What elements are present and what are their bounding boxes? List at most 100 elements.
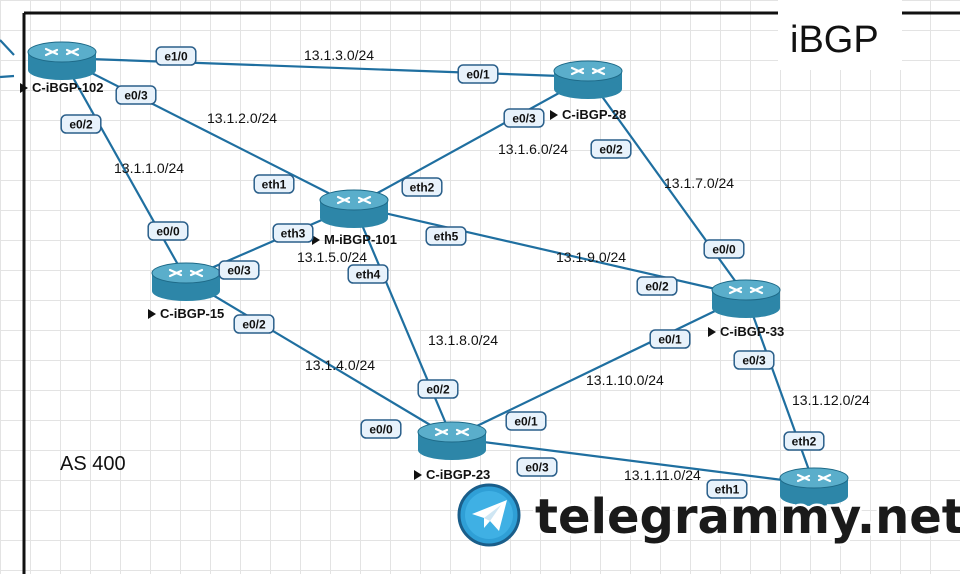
interface-badge: eth2 bbox=[783, 431, 825, 451]
interface-label: eth1 bbox=[262, 178, 287, 192]
router-play-icon bbox=[708, 327, 716, 337]
interface-label: e0/3 bbox=[525, 461, 549, 475]
router-c15[interactable]: C-iBGP-15 bbox=[148, 262, 224, 321]
router-play-icon bbox=[312, 235, 320, 245]
watermark: telegrammy.net bbox=[457, 483, 960, 548]
interface-label: e0/3 bbox=[512, 112, 536, 126]
interface-label: eth1 bbox=[715, 483, 740, 497]
telegram-paper-plane-icon bbox=[457, 483, 521, 547]
router-c28[interactable]: C-iBGP-28 bbox=[550, 60, 626, 122]
interface-label: eth3 bbox=[281, 227, 306, 241]
router-c66[interactable] bbox=[779, 467, 849, 506]
network-link[interactable] bbox=[61, 57, 187, 280]
interface-badge: e0/2 bbox=[60, 114, 102, 134]
subnet-label: 13.1.8.0/24 bbox=[428, 332, 498, 348]
router-label: M-iBGP-101 bbox=[324, 232, 397, 247]
interface-label: eth2 bbox=[792, 435, 817, 449]
subnet-label: 13.1.2.0/24 bbox=[207, 110, 277, 126]
interface-label: e0/2 bbox=[599, 143, 623, 157]
interface-label: e0/3 bbox=[742, 354, 766, 368]
interface-label: e0/1 bbox=[466, 68, 490, 82]
router-label: C-iBGP-15 bbox=[160, 306, 224, 321]
interface-label: e0/1 bbox=[658, 333, 682, 347]
interface-badge: e0/3 bbox=[115, 85, 157, 105]
interface-label: eth4 bbox=[356, 268, 381, 282]
router-play-icon bbox=[20, 83, 28, 93]
subnet-label: 13.1.4.0/24 bbox=[305, 357, 375, 373]
interface-badge: e0/1 bbox=[649, 329, 691, 349]
interface-badge: e0/2 bbox=[417, 379, 459, 399]
interface-label: e0/0 bbox=[156, 225, 180, 239]
router-play-icon bbox=[414, 470, 422, 480]
interface-badge: eth1 bbox=[706, 479, 748, 499]
subnet-label: 13.1.3.0/24 bbox=[304, 47, 374, 63]
network-link[interactable] bbox=[61, 56, 589, 79]
router-icon bbox=[711, 279, 781, 318]
router-label: C-iBGP-102 bbox=[32, 80, 104, 95]
watermark-text: telegrammy.net bbox=[535, 489, 960, 545]
network-link[interactable] bbox=[587, 76, 747, 297]
router-c33[interactable]: C-iBGP-33 bbox=[708, 279, 784, 339]
interface-label: e0/2 bbox=[69, 118, 93, 132]
router-c23[interactable]: C-iBGP-23 bbox=[414, 421, 490, 482]
subnet-label: 13.1.11.0/24 bbox=[624, 467, 701, 483]
interface-label: e0/3 bbox=[227, 264, 251, 278]
interface-badge: e0/3 bbox=[218, 260, 260, 280]
router-icon bbox=[151, 262, 221, 301]
interface-label: e0/1 bbox=[514, 415, 538, 429]
network-link[interactable] bbox=[451, 436, 815, 486]
router-icon bbox=[779, 467, 849, 506]
interface-badge: eth3 bbox=[272, 223, 314, 243]
interface-badges-layer: 13.1.3.0/24 e1/0 e0/1 13.1.2.0/24 e0/3 eth1 13… bbox=[60, 46, 870, 499]
router-m101[interactable]: M-iBGP-101 bbox=[312, 189, 397, 247]
subnet-label: 13.1.6.0/24 bbox=[498, 141, 568, 157]
interface-badge: eth2 bbox=[401, 177, 443, 197]
interface-badge: e0/2 bbox=[636, 276, 678, 296]
interface-badge: e0/2 bbox=[590, 139, 632, 159]
interface-badge: e0/0 bbox=[360, 419, 402, 439]
interface-label: e0/0 bbox=[369, 423, 393, 437]
offscreen-links bbox=[0, 39, 15, 79]
interface-label: e0/2 bbox=[426, 383, 450, 397]
interface-badge: e0/3 bbox=[516, 457, 558, 477]
network-link[interactable] bbox=[744, 295, 816, 485]
diagram-frame bbox=[22, 0, 960, 574]
router-label: C-iBGP-28 bbox=[562, 107, 626, 122]
subnet-label: 13.1.9.0/24 bbox=[556, 249, 626, 265]
interface-badge: e0/1 bbox=[457, 64, 499, 84]
network-link[interactable] bbox=[352, 205, 454, 439]
network-link[interactable] bbox=[185, 278, 453, 439]
router-c102[interactable]: C-iBGP-102 bbox=[20, 41, 104, 95]
interface-badge: eth5 bbox=[425, 226, 467, 246]
subnet-label: 13.1.1.0/24 bbox=[114, 160, 184, 176]
network-link[interactable] bbox=[353, 76, 589, 207]
interface-badge: e0/1 bbox=[505, 411, 547, 431]
router-play-icon bbox=[148, 309, 156, 319]
interface-badge: e0/2 bbox=[233, 314, 275, 334]
network-link[interactable] bbox=[61, 57, 355, 207]
router-icon bbox=[417, 421, 487, 460]
interface-badge: eth4 bbox=[347, 264, 389, 284]
network-link[interactable] bbox=[353, 204, 747, 298]
subnet-label: 13.1.5.0/24 bbox=[297, 249, 367, 265]
network-link[interactable] bbox=[451, 295, 747, 439]
interface-label: e0/2 bbox=[645, 280, 669, 294]
interface-label: e0/3 bbox=[124, 89, 148, 103]
interface-label: e1/0 bbox=[164, 50, 188, 64]
interface-badge: e0/0 bbox=[703, 239, 745, 259]
interface-badge: e0/3 bbox=[733, 350, 775, 370]
interface-label: eth2 bbox=[410, 181, 435, 195]
router-icon bbox=[27, 41, 97, 80]
router-play-icon bbox=[550, 110, 558, 120]
routers-layer: C-iBGP-102C-iBGP-28M-iBGP-101C-iBGP-15C-… bbox=[20, 41, 849, 506]
subnet-label: 13.1.12.0/24 bbox=[792, 392, 870, 408]
subnet-label: 13.1.7.0/24 bbox=[664, 175, 734, 191]
subnet-label: 13.1.10.0/24 bbox=[586, 372, 664, 388]
interface-badge: e1/0 bbox=[155, 46, 197, 66]
router-label: C-iBGP-33 bbox=[720, 324, 784, 339]
router-icon bbox=[553, 60, 623, 99]
router-label: C-iBGP-23 bbox=[426, 467, 490, 482]
as-label: AS 400 bbox=[60, 453, 126, 475]
interface-badge: eth1 bbox=[253, 174, 295, 194]
